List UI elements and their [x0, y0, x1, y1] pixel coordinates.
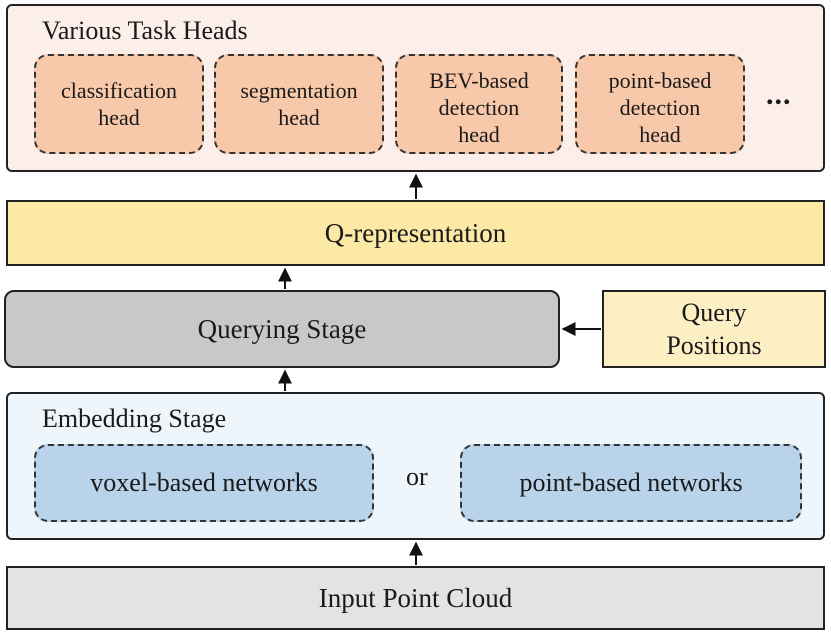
- input-point-cloud-box: Input Point Cloud: [6, 566, 825, 630]
- point-based-networks-box: point-based networks: [460, 444, 802, 522]
- classification-head-box: classification head: [34, 54, 204, 154]
- segmentation-head-line2: head: [278, 105, 320, 130]
- voxel-based-networks-box: voxel-based networks: [34, 444, 374, 522]
- segmentation-head-box: segmentation head: [214, 54, 384, 154]
- bev-detection-head-line1: BEV-based: [429, 67, 529, 93]
- querying-stage-box: Querying Stage: [4, 290, 560, 368]
- bev-detection-head-line3: head: [458, 121, 500, 147]
- point-detection-head-line1: point-based: [608, 67, 712, 93]
- q-representation-box: Q-representation: [6, 200, 825, 266]
- or-label: or: [406, 462, 428, 491]
- query-positions-line2: Positions: [666, 331, 762, 360]
- task-heads-panel: Various Task Heads classification head s…: [6, 4, 825, 172]
- more-heads-ellipsis: ...: [766, 78, 792, 111]
- voxel-based-networks-label: voxel-based networks: [90, 468, 318, 497]
- querying-stage-label: Querying Stage: [197, 313, 367, 344]
- query-positions-line1: Query: [681, 298, 747, 327]
- query-positions-box: Query Positions: [602, 290, 826, 368]
- point-detection-head-line2: detection: [619, 94, 701, 120]
- point-based-networks-label: point-based networks: [519, 468, 743, 497]
- bev-detection-head-box: BEV-based detection head: [395, 54, 563, 154]
- point-detection-head-box: point-based detection head: [575, 54, 745, 154]
- point-detection-head-line3: head: [639, 121, 681, 147]
- classification-head-line1: classification: [60, 78, 178, 103]
- classification-head-line2: head: [98, 105, 140, 130]
- task-heads-title: Various Task Heads: [42, 16, 248, 45]
- embedding-stage-panel: Embedding Stage voxel-based networks or …: [6, 392, 825, 540]
- bev-detection-head-line2: detection: [438, 94, 520, 120]
- q-representation-label: Q-representation: [324, 217, 507, 248]
- input-point-cloud-label: Input Point Cloud: [318, 582, 513, 613]
- segmentation-head-line1: segmentation: [240, 78, 358, 103]
- embedding-stage-title: Embedding Stage: [42, 404, 227, 433]
